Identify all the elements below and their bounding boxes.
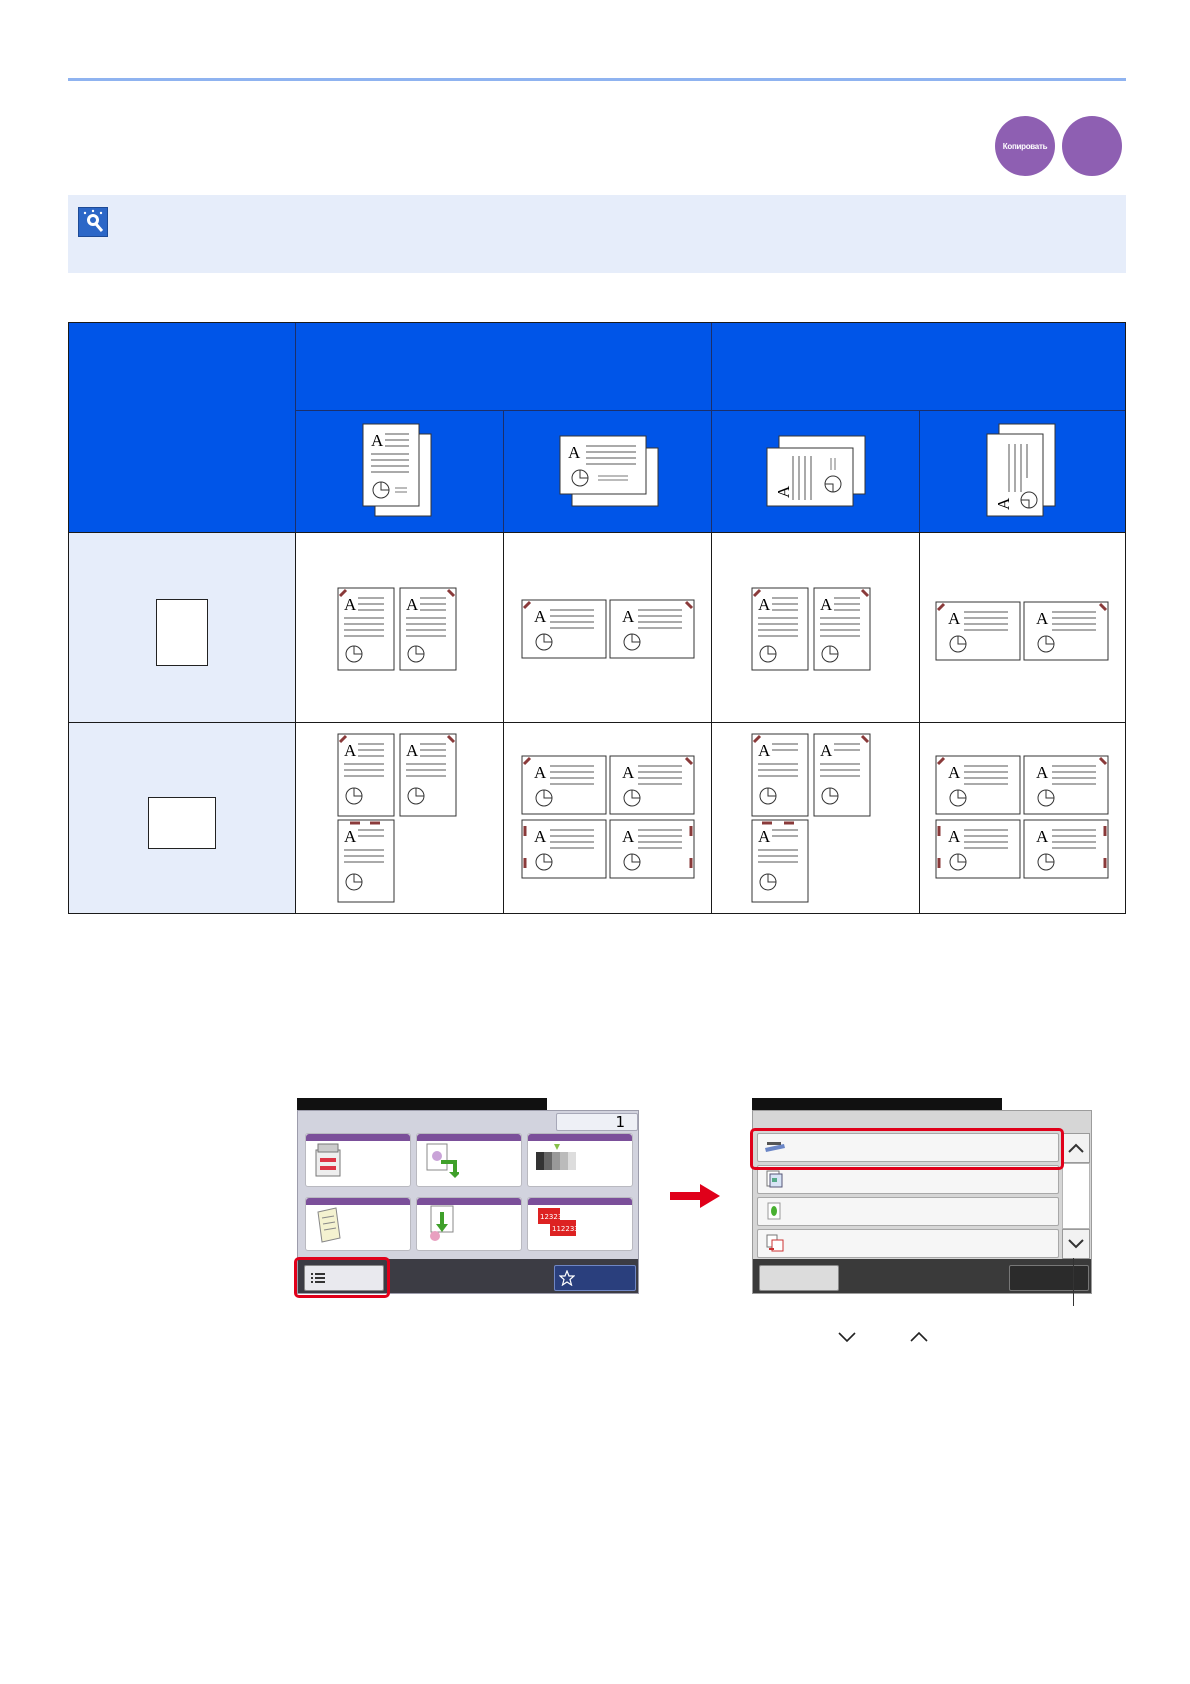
svg-text:A: A bbox=[534, 607, 547, 626]
original-portrait-icon: A bbox=[362, 423, 432, 517]
svg-text:A: A bbox=[344, 595, 357, 614]
svg-text:A: A bbox=[948, 827, 961, 846]
copy-badge-label: Копировать bbox=[1002, 141, 1048, 151]
right-arrow-icon bbox=[670, 1184, 720, 1208]
paper-pink-arrow-icon bbox=[430, 1205, 454, 1241]
copy-count-value: 1 bbox=[615, 1113, 625, 1131]
list-row-paper[interactable] bbox=[757, 1197, 1059, 1226]
page-number-stamp-icon: 12323 112233 bbox=[538, 1208, 579, 1236]
staple-row-highlight bbox=[750, 1128, 1064, 1170]
svg-text:A: A bbox=[568, 443, 581, 462]
grayscale-strip-icon bbox=[536, 1144, 576, 1170]
tile-original[interactable] bbox=[305, 1197, 411, 1251]
original-landscape-icon: A bbox=[559, 435, 659, 507]
output-rotated-landscape-double-staple-icon: A A A A bbox=[935, 755, 1109, 879]
chevron-up-icon bbox=[1068, 1143, 1084, 1153]
output-rotated-portrait-staple-icon: A A bbox=[751, 587, 871, 671]
output-landscape-double-staple-icon: A A A A bbox=[521, 755, 695, 879]
note-pointer-icon bbox=[78, 207, 108, 237]
svg-text:A: A bbox=[1036, 763, 1049, 782]
svg-text:A: A bbox=[534, 763, 547, 782]
tile-send[interactable] bbox=[416, 1133, 522, 1187]
svg-text:A: A bbox=[406, 741, 419, 760]
svg-text:A: A bbox=[948, 763, 961, 782]
copy-count-field[interactable]: 1 bbox=[556, 1113, 638, 1131]
star-icon bbox=[559, 1270, 575, 1286]
output-landscape-staple-icon: A A bbox=[521, 599, 695, 659]
copy-machine-icon bbox=[315, 1143, 341, 1177]
staple-icon bbox=[765, 1142, 785, 1152]
scroll-up-button[interactable] bbox=[1062, 1133, 1090, 1163]
svg-text:A: A bbox=[948, 609, 961, 628]
staple-table: A A A A A bbox=[68, 322, 1126, 914]
tile-page-number[interactable]: 12323 112233 bbox=[527, 1197, 633, 1251]
svg-text:A: A bbox=[758, 741, 771, 760]
svg-text:A: A bbox=[1036, 827, 1049, 846]
note-box bbox=[68, 195, 1126, 273]
original-rotated-portrait-icon: A bbox=[986, 423, 1056, 517]
output-rotated-portrait-double-staple-icon: A A A bbox=[751, 733, 871, 903]
favorites-button[interactable] bbox=[554, 1265, 636, 1291]
scroll-down-button[interactable] bbox=[1062, 1229, 1090, 1259]
left-screen-titlebar bbox=[297, 1098, 547, 1110]
right-screen-titlebar bbox=[752, 1098, 1002, 1110]
hint-chevron-down-icon bbox=[838, 1332, 856, 1343]
add-shortcut-button[interactable] bbox=[1009, 1265, 1089, 1291]
svg-text:112233: 112233 bbox=[552, 1225, 579, 1233]
paper-icon bbox=[767, 1202, 781, 1220]
svg-text:A: A bbox=[774, 485, 793, 498]
document-type-icon bbox=[766, 1170, 783, 1188]
header-rule bbox=[68, 78, 1126, 81]
svg-text:A: A bbox=[406, 595, 419, 614]
tile-store[interactable] bbox=[416, 1197, 522, 1251]
output-portrait-staple-icon: A A bbox=[337, 587, 457, 671]
paper-portrait-icon bbox=[156, 599, 208, 666]
svg-text:A: A bbox=[344, 741, 357, 760]
svg-text:A: A bbox=[622, 827, 635, 846]
svg-text:A: A bbox=[820, 741, 833, 760]
list-icon bbox=[311, 1273, 325, 1283]
svg-text:12323: 12323 bbox=[540, 1213, 562, 1221]
hint-chevron-up-icon bbox=[910, 1331, 928, 1342]
callout-line bbox=[1073, 1258, 1074, 1306]
list-row-staple[interactable] bbox=[757, 1133, 1059, 1162]
table-side-column bbox=[68, 532, 295, 914]
svg-text:A: A bbox=[994, 497, 1013, 510]
svg-text:A: A bbox=[1036, 609, 1049, 628]
left-screen: 1 12323 112233 bbox=[297, 1110, 639, 1294]
svg-text:A: A bbox=[820, 595, 833, 614]
right-screen bbox=[752, 1110, 1092, 1294]
svg-text:A: A bbox=[622, 763, 635, 782]
svg-text:A: A bbox=[758, 595, 771, 614]
document-paper-icon bbox=[317, 1207, 341, 1243]
paper-landscape-icon bbox=[148, 797, 216, 849]
orientation-icon bbox=[766, 1234, 784, 1252]
scrollbar-track[interactable] bbox=[1062, 1163, 1090, 1229]
functions-button[interactable] bbox=[304, 1265, 384, 1291]
output-portrait-double-staple-icon: A A A bbox=[337, 733, 457, 903]
list-row-orientation[interactable] bbox=[757, 1229, 1059, 1258]
original-rotated-landscape-icon: A bbox=[766, 435, 866, 507]
svg-text:A: A bbox=[534, 827, 547, 846]
chevron-down-icon bbox=[1068, 1239, 1084, 1249]
functions-highlight bbox=[294, 1257, 390, 1298]
svg-text:A: A bbox=[344, 827, 357, 846]
tile-color[interactable] bbox=[527, 1133, 633, 1187]
svg-text:A: A bbox=[622, 607, 635, 626]
close-button[interactable] bbox=[759, 1265, 839, 1291]
tile-copy[interactable] bbox=[305, 1133, 411, 1187]
copy-badge: Копировать bbox=[995, 116, 1055, 176]
svg-text:A: A bbox=[371, 431, 384, 450]
svg-text:A: A bbox=[758, 827, 771, 846]
mode-badge bbox=[1062, 116, 1122, 176]
output-rotated-landscape-staple-icon: A A bbox=[935, 601, 1109, 661]
paper-green-arrow-icon bbox=[426, 1143, 459, 1178]
